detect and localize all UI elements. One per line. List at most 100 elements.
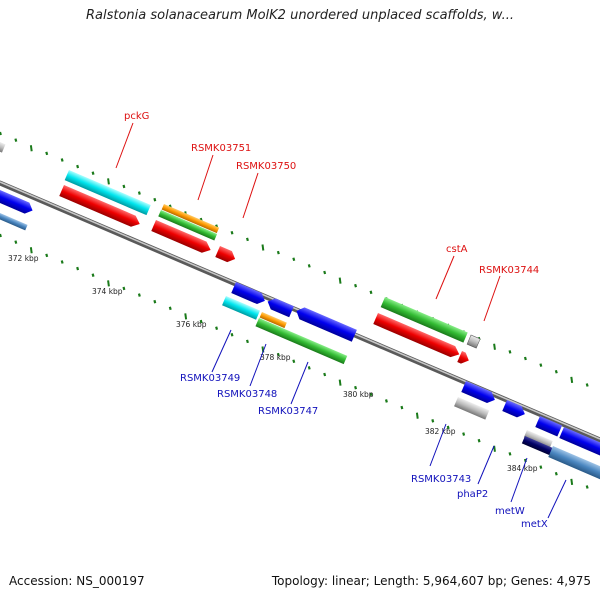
major-tick (184, 313, 188, 320)
major-tick (570, 478, 574, 486)
label-RSMK03744: RSMK03744 (479, 265, 539, 276)
major-tick (261, 244, 265, 251)
minor-tick (60, 260, 64, 264)
minor-tick (585, 383, 589, 387)
minor-tick (137, 293, 141, 297)
label-RSMK03748: RSMK03748 (217, 389, 277, 400)
gene-blue-385[interactable] (559, 427, 600, 458)
gene-RSMK03744-red[interactable] (457, 351, 471, 366)
minor-tick (276, 250, 280, 255)
gene-RSMK03743-grey[interactable] (454, 397, 490, 420)
major-tick (570, 376, 574, 384)
gene-pckG-cyan[interactable] (64, 170, 151, 216)
minor-tick (554, 369, 558, 374)
minor-tick (554, 471, 558, 476)
tick-374: 374 kbp (92, 287, 123, 296)
minor-tick (153, 299, 157, 304)
minor-tick (76, 164, 80, 169)
minor-tick (230, 332, 234, 337)
gene-RSMK03748-orange[interactable] (259, 312, 287, 329)
label-RSMK03750: RSMK03750 (236, 161, 296, 172)
gene-RSMK03751-orange[interactable] (161, 204, 220, 234)
minor-tick (76, 266, 80, 271)
minor-tick (91, 171, 95, 175)
minor-tick (400, 405, 404, 410)
minor-tick (45, 253, 49, 258)
minor-tick (91, 273, 95, 277)
gene-metW-grey[interactable] (523, 430, 553, 449)
label-metW: metW (495, 506, 525, 517)
minor-tick (369, 290, 373, 295)
gene-blue-382[interactable] (461, 381, 497, 405)
gene-pckG-red[interactable] (59, 185, 142, 230)
gene-cstA-red[interactable] (373, 313, 461, 360)
tick-track (0, 131, 589, 489)
gene-blue-left-a[interactable] (0, 186, 35, 216)
minor-tick (60, 158, 64, 162)
label-RSMK03743: RSMK03743 (411, 474, 471, 485)
major-tick (338, 379, 342, 386)
tick-384: 384 kbp (507, 464, 538, 473)
map-title: Ralstonia solanacearum MolK2 unordered u… (85, 8, 514, 23)
kbp-ticks: 372 kbp 374 kbp 376 kbp 378 kbp 380 kbp … (8, 254, 538, 473)
forward-labels: pckG RSMK03751 RSMK03750 cstA RSMK03744 (115, 111, 539, 322)
minor-tick (354, 283, 358, 288)
minor-tick (292, 359, 296, 364)
minor-tick (354, 385, 358, 390)
minor-tick (14, 138, 18, 142)
minor-tick (292, 257, 296, 262)
gene-RSMK03744-grey[interactable] (466, 334, 481, 349)
gene-RSMK03750-red[interactable] (215, 246, 237, 265)
minor-tick (0, 131, 2, 136)
label-pckG: pckG (124, 111, 149, 122)
gene-grey-edge[interactable] (0, 136, 6, 153)
gene-RSMK03751-green[interactable] (158, 210, 218, 241)
tick-372: 372 kbp (8, 254, 39, 263)
major-tick (493, 445, 496, 452)
label-RSMK03749: RSMK03749 (180, 373, 240, 384)
tick-380: 380 kbp (343, 390, 374, 399)
accession-text: Accession: NS_000197 (9, 574, 145, 588)
minor-tick (508, 350, 512, 354)
major-tick (338, 277, 342, 284)
minor-tick (539, 363, 543, 367)
gene-cstA-green[interactable] (380, 297, 468, 343)
gene-steel-left[interactable] (0, 209, 28, 231)
gene-blue-383[interactable] (502, 400, 527, 420)
major-tick (493, 343, 496, 350)
tick-376: 376 kbp (176, 320, 207, 329)
major-tick (107, 280, 110, 287)
minor-tick (276, 352, 280, 357)
tick-378: 378 kbp (260, 353, 291, 362)
gene-RSMK03749-cyan[interactable] (222, 296, 261, 320)
label-RSMK03751: RSMK03751 (191, 143, 251, 154)
minor-tick (137, 191, 141, 195)
minor-tick (585, 485, 589, 489)
gene-blue-376b[interactable] (265, 296, 294, 318)
minor-tick (307, 366, 311, 370)
minor-tick (230, 230, 234, 235)
minor-tick (122, 286, 126, 291)
gene-RSMK03747-green[interactable] (255, 318, 348, 365)
minor-tick (431, 419, 435, 423)
major-tick (29, 145, 33, 152)
minor-tick (122, 184, 126, 189)
minor-tick (199, 319, 203, 324)
minor-tick (539, 465, 543, 469)
gene-blue-376a[interactable] (231, 282, 267, 306)
gene-RSMK03751-red[interactable] (151, 220, 213, 255)
gene-metW-navy[interactable] (521, 436, 553, 456)
gene-blue-377[interactable] (294, 305, 357, 342)
major-tick (29, 247, 33, 254)
summary-text: Topology: linear; Length: 5,964,607 bp; … (271, 574, 591, 588)
minor-tick (323, 270, 327, 275)
gene-blue-384[interactable] (535, 416, 563, 437)
minor-tick (462, 432, 466, 436)
gene-metX-steel[interactable] (548, 446, 600, 481)
minor-tick (215, 326, 219, 330)
minor-tick (307, 264, 311, 268)
tick-382: 382 kbp (425, 427, 456, 436)
minor-tick (45, 151, 49, 156)
minor-tick (246, 237, 249, 242)
